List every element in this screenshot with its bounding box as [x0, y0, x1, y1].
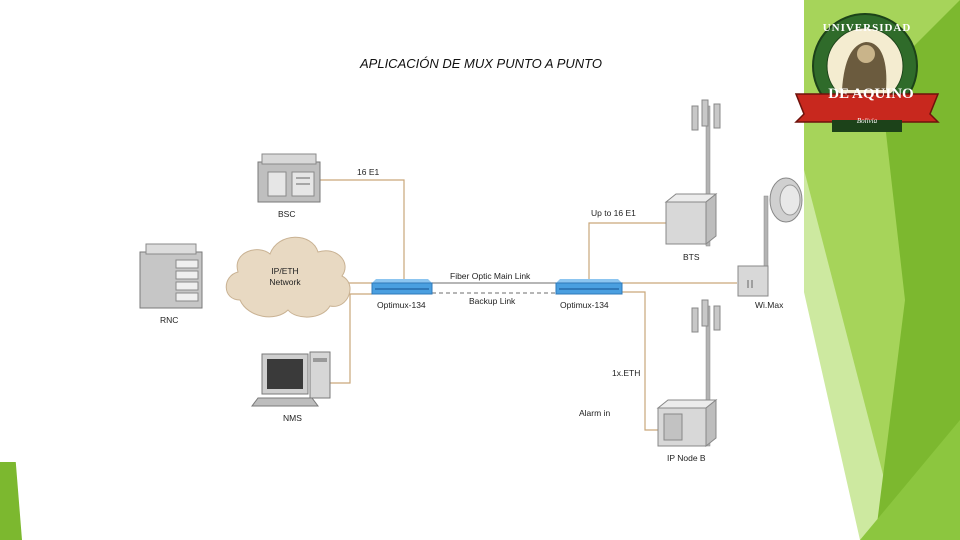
label-cloud-line2: Network	[269, 277, 301, 287]
label-ip-node-b: IP Node B	[667, 453, 706, 463]
label-bts: BTS	[683, 252, 700, 262]
label-cloud-line1: IP/ETH	[271, 266, 299, 276]
label-alarm-in: Alarm in	[579, 408, 611, 418]
label-wimax: Wi.Max	[755, 300, 784, 310]
label-rnc: RNC	[160, 315, 179, 325]
nms-computer-icon	[251, 351, 331, 407]
label-16-e1: 16 E1	[357, 167, 380, 177]
ip-eth-cloud	[225, 236, 351, 318]
label-1x-eth: 1x.ETH	[612, 368, 641, 378]
universidad-de-aquino-logo	[794, 13, 940, 132]
label-fiber-main-link: Fiber Optic Main Link	[450, 271, 531, 281]
bts-tower-icon	[664, 99, 721, 247]
label-optimux-right: Optimux-134	[560, 300, 609, 310]
bsc-server-icon	[257, 153, 321, 203]
optimux-left-device	[371, 279, 433, 295]
logo-banner-text: DE AQUINO	[828, 86, 914, 102]
rnc-server-icon	[139, 243, 203, 309]
slide-title: APLICACIÓN DE MUX PUNTO A PUNTO	[360, 56, 602, 71]
logo-sub-text: Bolivia	[856, 117, 878, 125]
node-b-tower-icon	[656, 299, 721, 448]
optimux-right-device	[555, 279, 623, 295]
label-backup-link: Backup Link	[469, 296, 516, 306]
logo-top-text: UNIVERSIDAD	[822, 22, 912, 34]
wimax-dish-icon	[737, 177, 803, 297]
label-up-to-16-e1: Up to 16 E1	[591, 208, 636, 218]
label-bsc: BSC	[278, 209, 296, 219]
label-nms: NMS	[283, 413, 302, 423]
label-optimux-left: Optimux-134	[377, 300, 426, 310]
